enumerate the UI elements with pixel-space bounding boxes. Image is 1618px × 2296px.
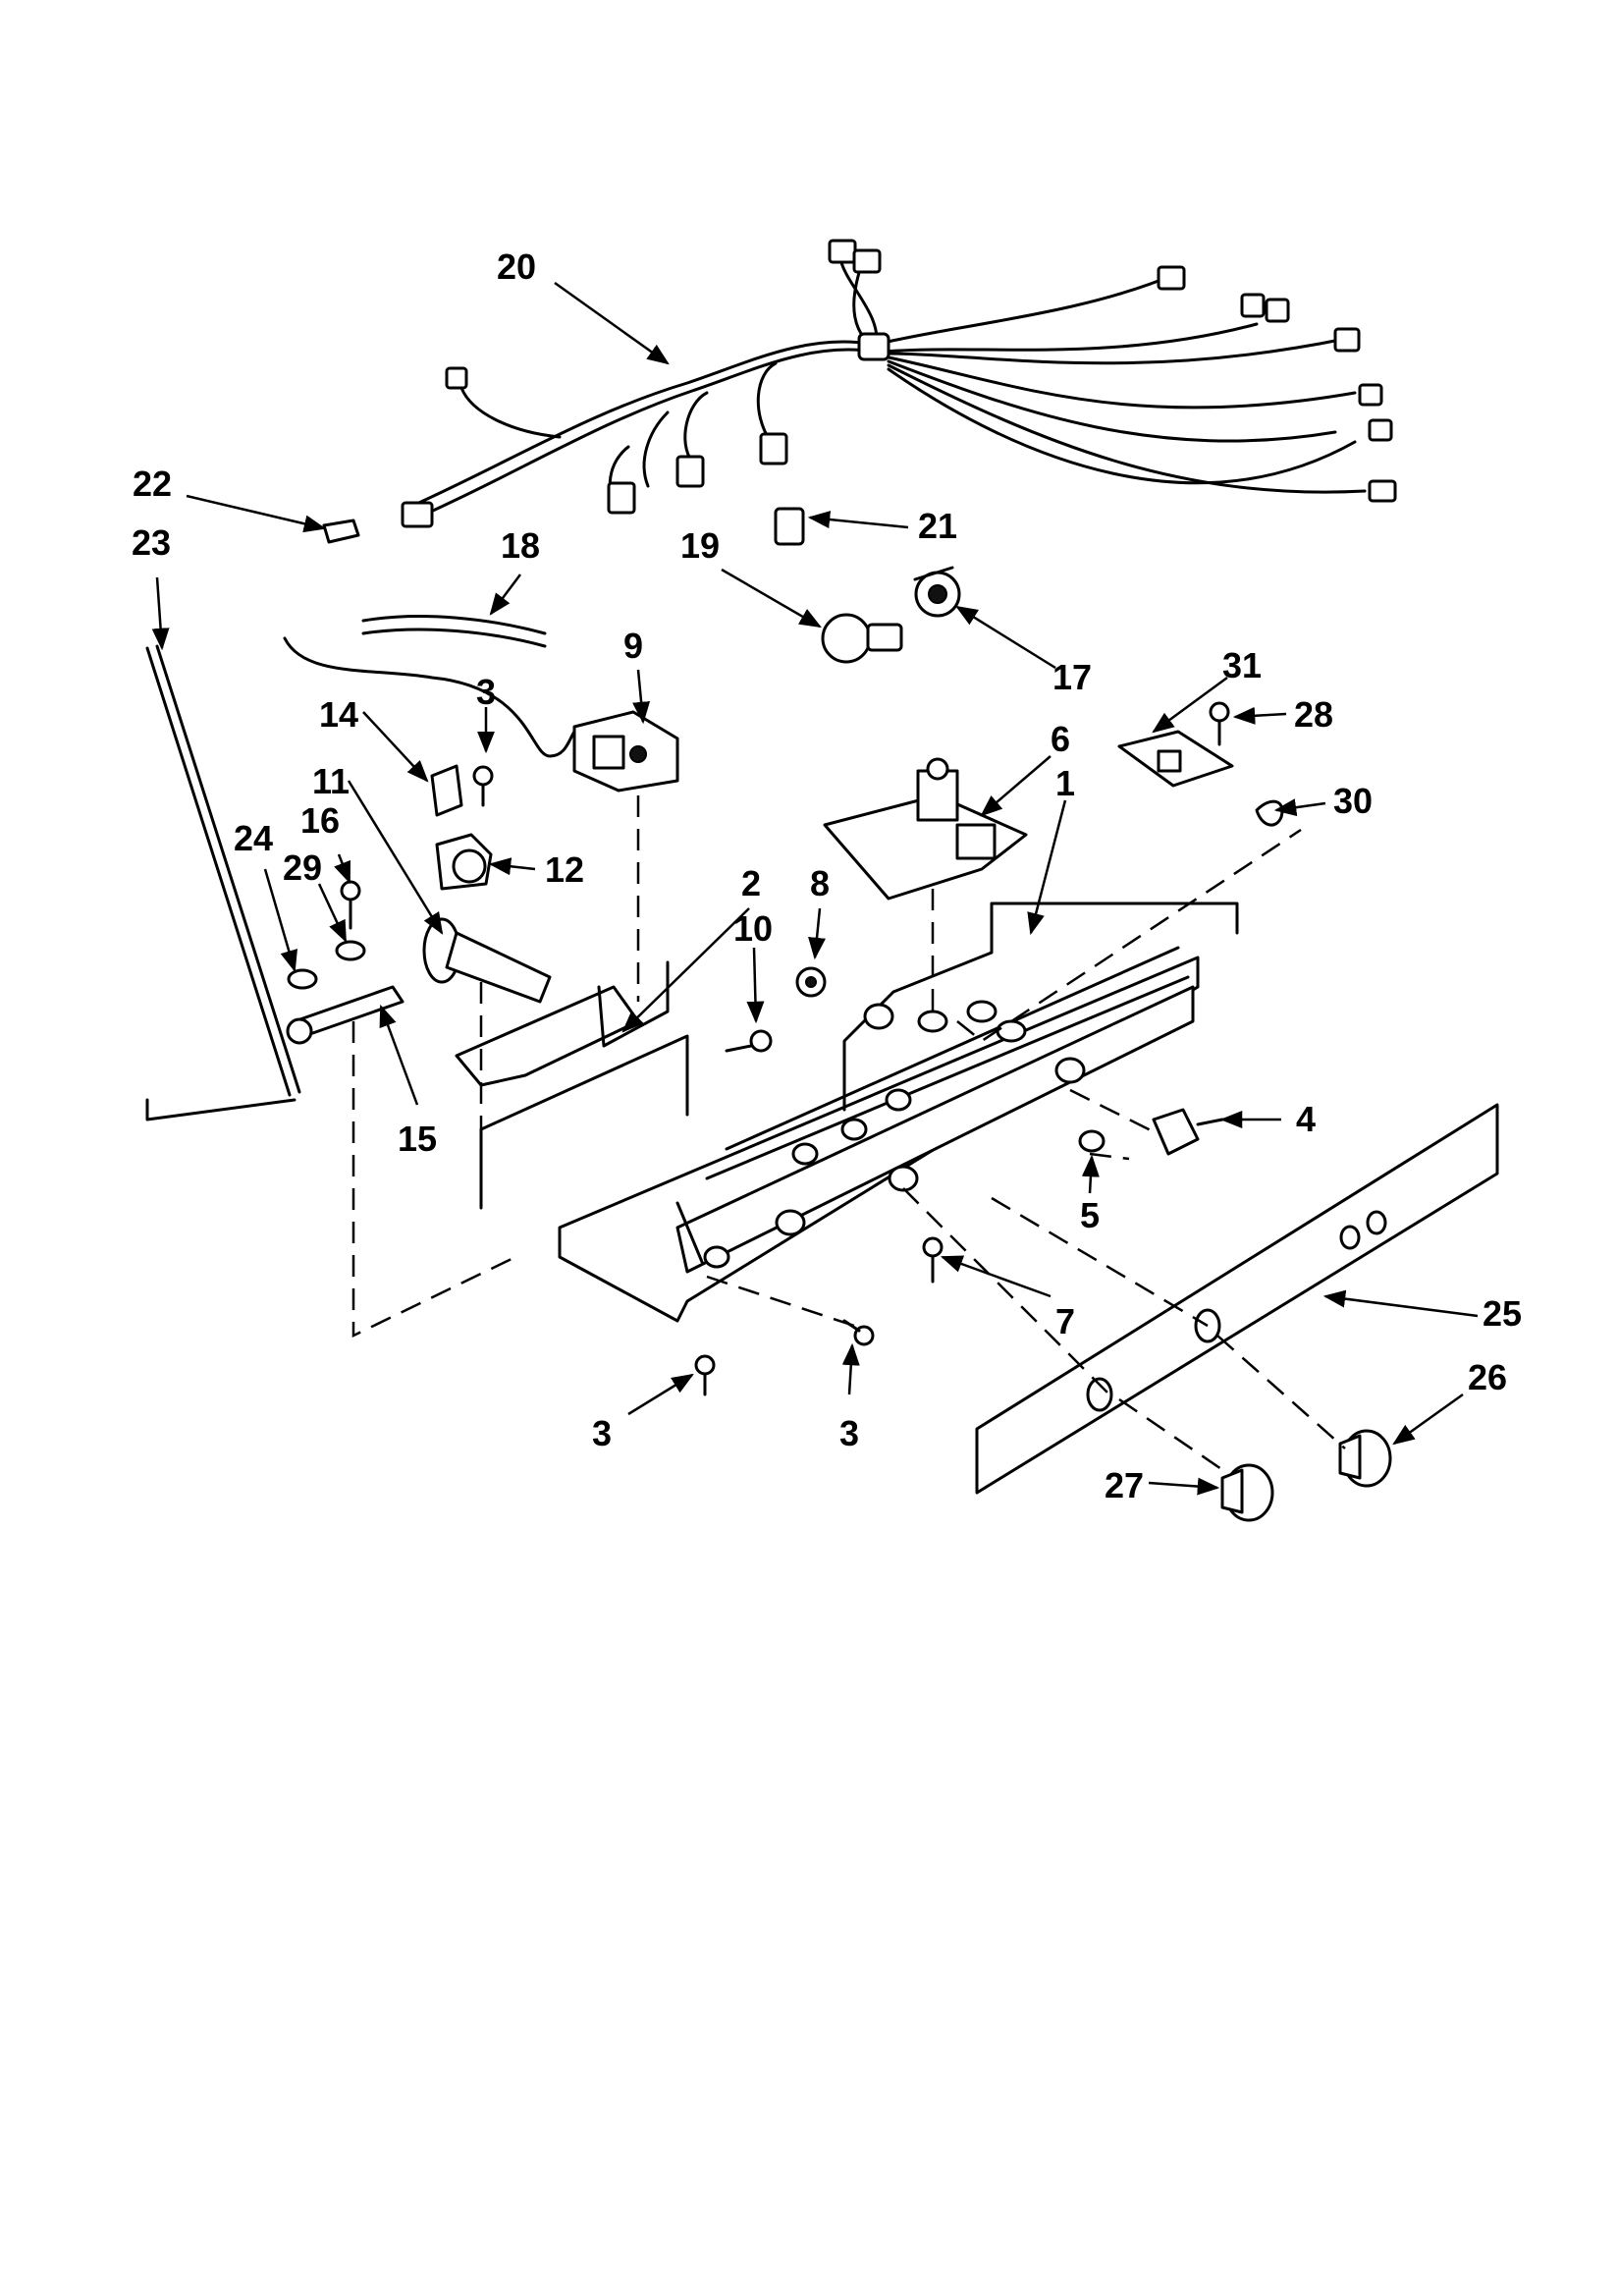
connector-clip-22 xyxy=(322,519,360,544)
callout-10: 10 xyxy=(733,908,773,949)
screw-3-top xyxy=(472,765,494,807)
mounting-bracket-2 xyxy=(455,960,689,1210)
screw-28 xyxy=(1209,701,1230,746)
clip-30 xyxy=(1255,799,1284,827)
knob-27 xyxy=(1220,1463,1274,1522)
callout-28: 28 xyxy=(1294,694,1333,735)
callout-21: 21 xyxy=(918,506,957,546)
control-housing-1 xyxy=(558,902,1239,1323)
callout-25: 25 xyxy=(1483,1293,1522,1334)
control-switch-9 xyxy=(283,636,679,793)
callout-12: 12 xyxy=(545,849,584,890)
relay-31 xyxy=(1117,730,1234,788)
callout-23: 23 xyxy=(132,522,171,563)
callout-29: 29 xyxy=(283,847,322,888)
callout-5: 5 xyxy=(1080,1195,1100,1235)
callout-7: 7 xyxy=(1055,1301,1075,1341)
callout-3-left: 3 xyxy=(592,1413,612,1453)
callout-22: 22 xyxy=(133,464,172,504)
leader-arrows xyxy=(151,281,1479,1496)
screw-10 xyxy=(725,1029,773,1053)
callout-19: 19 xyxy=(680,525,720,566)
callout-2: 2 xyxy=(741,863,761,903)
washer-24 xyxy=(287,968,318,990)
screw-3-bottom-left xyxy=(694,1354,716,1396)
wire-harness xyxy=(401,239,1397,528)
screw-16 xyxy=(340,880,361,930)
callout-3-top: 3 xyxy=(476,672,496,712)
callout-14: 14 xyxy=(319,694,358,735)
callout-18: 18 xyxy=(501,525,540,566)
callout-11: 11 xyxy=(312,761,350,801)
callout-27: 27 xyxy=(1105,1465,1144,1505)
tube-18 xyxy=(361,615,547,648)
callout-31: 31 xyxy=(1222,645,1262,685)
control-panel-25 xyxy=(975,1103,1499,1495)
screw-7 xyxy=(922,1236,944,1284)
callout-20: 20 xyxy=(497,246,536,287)
callout-24: 24 xyxy=(234,818,273,858)
callout-30: 30 xyxy=(1333,781,1373,821)
thermostat-11 xyxy=(422,917,552,1004)
assembly-lines xyxy=(351,795,1346,1475)
callout-6: 6 xyxy=(1051,719,1070,759)
callout-26: 26 xyxy=(1468,1357,1507,1397)
switch-4 xyxy=(1152,1108,1224,1156)
plug-8 xyxy=(795,966,827,998)
callout-8: 8 xyxy=(810,863,830,903)
callout-17: 17 xyxy=(1052,657,1092,697)
callout-16: 16 xyxy=(300,800,340,841)
lamp-socket-17 xyxy=(913,566,961,618)
callout-4: 4 xyxy=(1296,1099,1316,1139)
callout-3-right: 3 xyxy=(839,1413,859,1453)
knob-26 xyxy=(1338,1429,1392,1488)
callout-15: 15 xyxy=(398,1119,437,1159)
callout-9: 9 xyxy=(623,626,643,666)
callout-labels: 20 22 23 18 21 19 17 9 3 14 11 16 29 24 … xyxy=(132,246,1522,1505)
bracket-14 xyxy=(430,764,463,817)
light-bulb-19 xyxy=(821,613,903,664)
callout-1: 1 xyxy=(1055,763,1075,803)
button-5 xyxy=(1078,1129,1106,1153)
lever-15 xyxy=(286,985,404,1045)
washer-29 xyxy=(335,940,366,961)
control-board-6 xyxy=(823,757,1028,901)
rod-23 xyxy=(145,644,301,1121)
bracket-12 xyxy=(435,833,493,891)
clip-21 xyxy=(774,507,805,546)
